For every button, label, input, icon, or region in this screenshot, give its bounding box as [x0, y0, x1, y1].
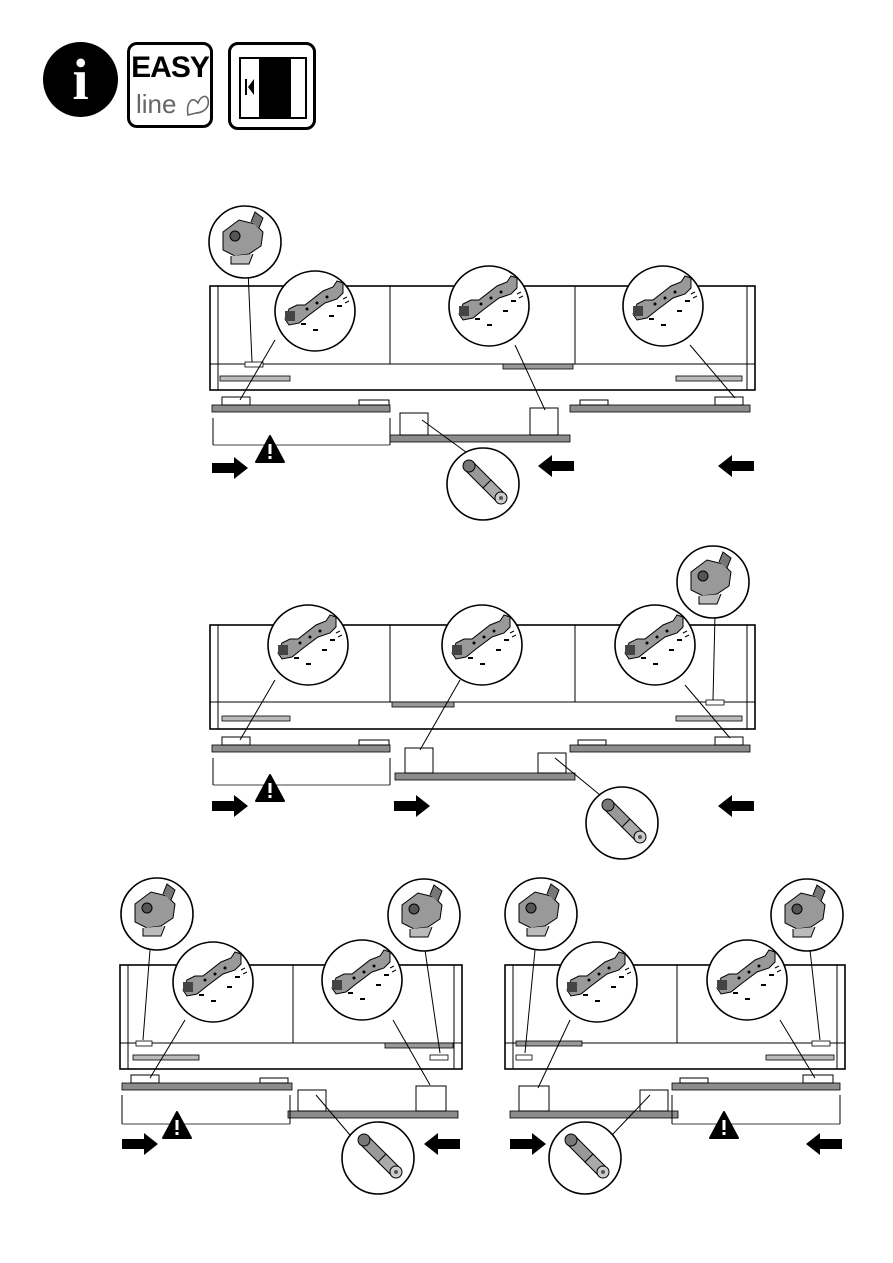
stopper-detail-4b [771, 879, 843, 951]
warning-triangle-icon [710, 1112, 738, 1138]
bracket-detail-4a [557, 942, 637, 1022]
bracket-detail-4b [707, 940, 787, 1020]
pin-detail-4 [549, 1122, 621, 1194]
door-panels [510, 1075, 840, 1124]
stopper-detail-4a [505, 878, 577, 950]
arrow-left-icon [806, 1133, 842, 1155]
arrow-right-icon [510, 1133, 546, 1155]
cabinet-frame [505, 965, 845, 1069]
